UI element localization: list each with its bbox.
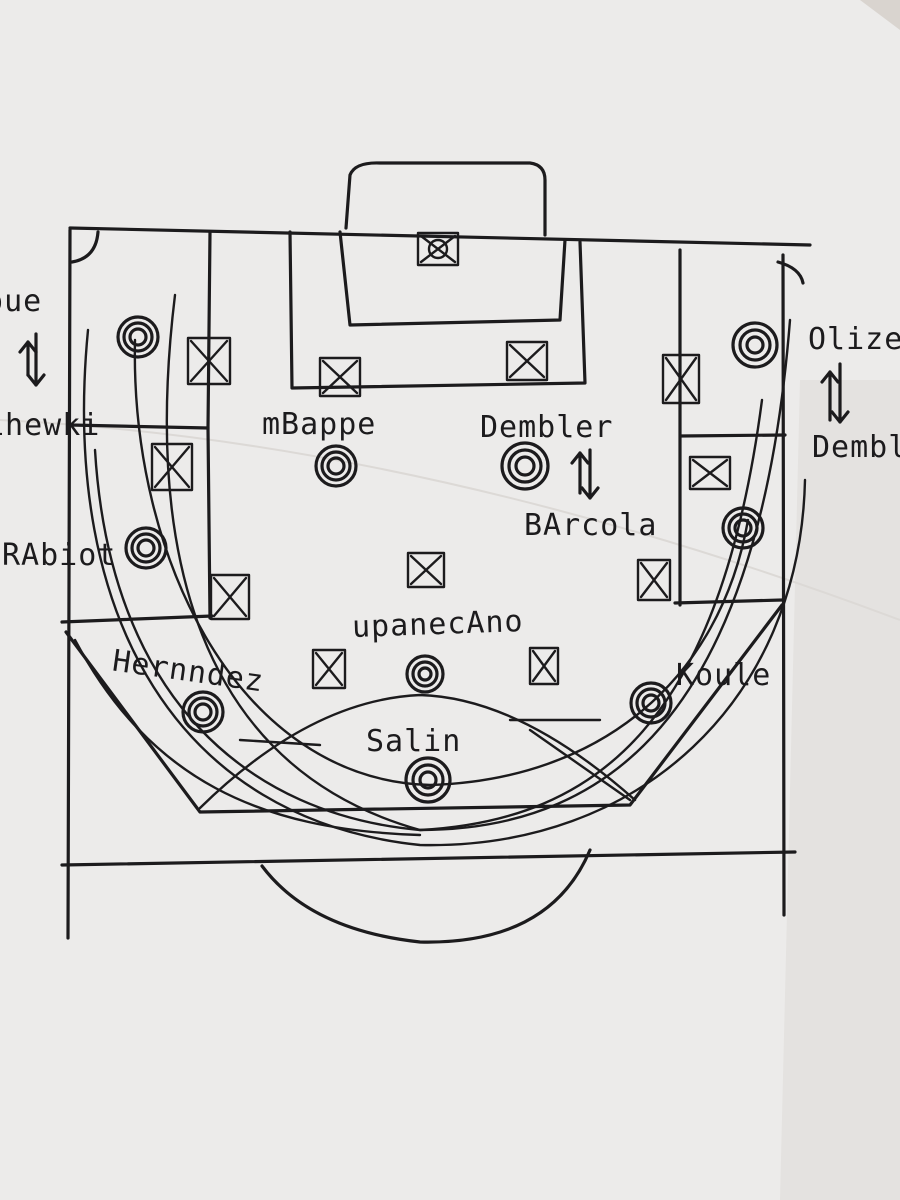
swap-arrow-icon [820, 362, 850, 424]
low-block-line [60, 598, 784, 624]
player-token-hernandez [181, 690, 225, 734]
cone-marker [416, 231, 460, 267]
player-token-upamecano [405, 654, 445, 694]
player-token-olise [731, 321, 779, 369]
cone-marker [661, 353, 701, 405]
swap-arrow-icon [18, 332, 46, 387]
corner-arc-left [70, 230, 100, 264]
cone-marker [318, 356, 362, 398]
touchline-left [66, 228, 72, 940]
label-rabiot: RAbiot [2, 538, 117, 573]
right-channel-box [678, 248, 787, 607]
cone-marker [688, 455, 732, 491]
label-lewandowski: ihewki [0, 408, 101, 443]
cone-marker [150, 442, 194, 492]
diagonal-run [528, 728, 632, 802]
label-saliba: Salin [366, 724, 462, 759]
goal-net [344, 161, 547, 237]
label-barcola: BArcola [524, 508, 658, 543]
player-token-kounde [629, 681, 673, 725]
player-token-dembele [500, 441, 550, 491]
penalty-box [288, 230, 587, 390]
cone-marker [636, 558, 672, 602]
cone-marker [406, 551, 446, 589]
swap-arrow-icon [570, 448, 600, 500]
cone-marker [505, 340, 549, 382]
label-doue: Doue [0, 284, 43, 319]
player-token-mbappe [314, 444, 358, 488]
bottom-line [60, 850, 797, 867]
label-mbappe: mBappe [262, 407, 377, 442]
label-kounde: Koule [676, 658, 772, 693]
halfway-top-line [68, 226, 812, 247]
run-curve-5 [73, 638, 422, 837]
player-tokens [116, 315, 779, 804]
cone-marker [209, 573, 251, 621]
cone-marker [186, 336, 232, 386]
player-token-saliba [404, 756, 452, 804]
cone-marker [311, 648, 347, 690]
label-dembele-right: Dembl [812, 430, 900, 465]
player-token-midfield-right [721, 506, 765, 550]
run-curve-3 [93, 398, 764, 832]
centre-circle-arc [260, 848, 592, 944]
goal-area [338, 230, 567, 327]
arch-line [198, 693, 637, 810]
label-upamecano: upanecAno [351, 604, 525, 645]
cone-markers [150, 231, 732, 690]
arch-line-2 [238, 718, 602, 747]
paper-sheet-edge-right [780, 380, 900, 1200]
label-dembele: Dembler [480, 410, 614, 445]
touchline-right [781, 253, 786, 917]
label-olise: Olize [808, 322, 900, 357]
player-token-doue [116, 315, 160, 359]
left-channel-box-lower [206, 426, 212, 620]
cone-marker [528, 646, 560, 686]
run-curve-2 [82, 328, 807, 847]
player-token-rabiot [124, 526, 168, 570]
